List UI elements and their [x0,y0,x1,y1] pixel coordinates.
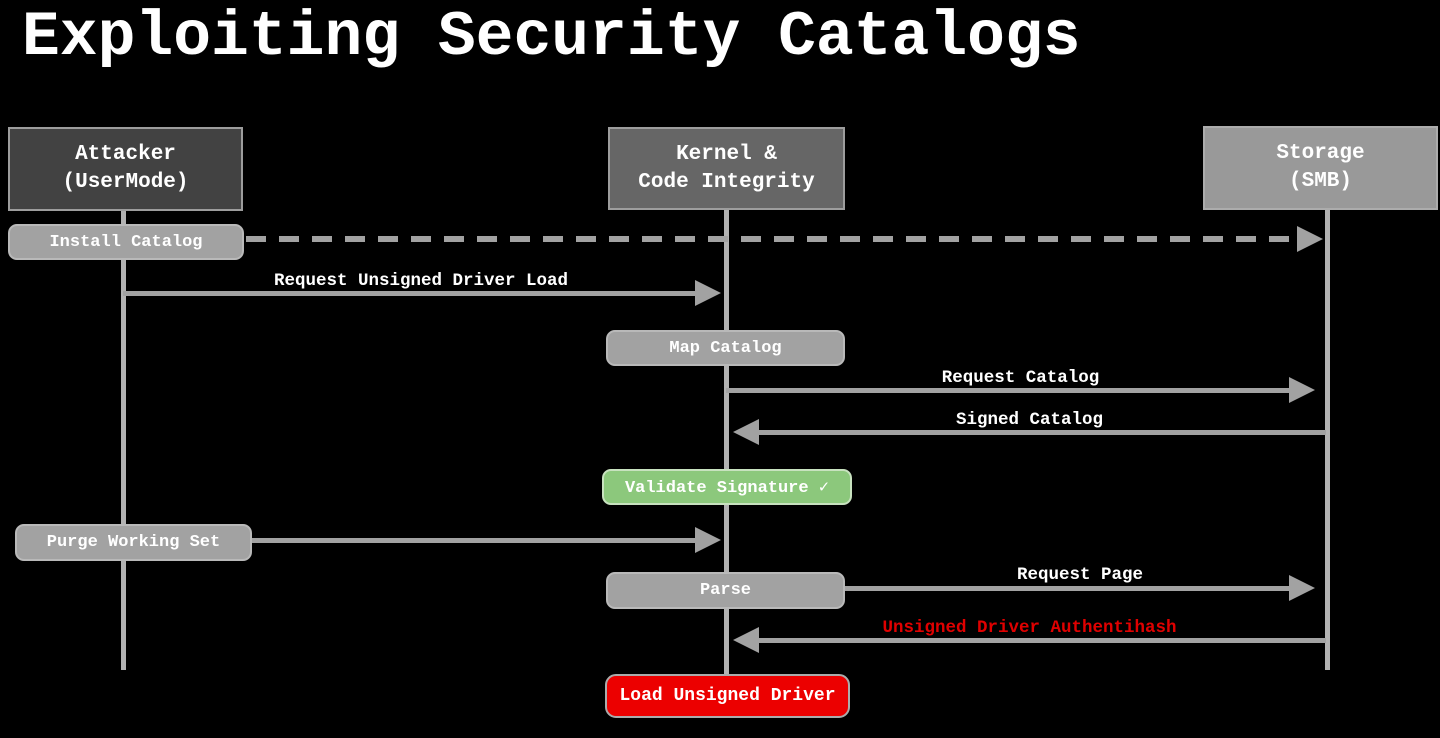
actor-storage-sub: (SMB) [1288,170,1352,193]
arrowhead-purge-working-set [695,527,721,553]
step-load-unsigned-driver: Load Unsigned Driver [605,674,850,718]
lifeline-kernel [724,206,729,674]
step-parse-label: Parse [699,581,751,600]
actor-kernel-sub: Code Integrity [638,170,815,194]
lifeline-storage [1325,206,1330,670]
arrowhead-install-catalog [1297,226,1323,252]
arrowhead-request-catalog [1289,377,1315,403]
arrow-request-catalog-line [726,388,1291,393]
page-title: Exploiting Security Catalogs [22,2,1081,73]
step-validate-signature: Validate Signature ✓ [602,469,852,505]
message-unsigned-driver-authentihash: Unsigned Driver Authentihash [882,618,1177,638]
message-request-catalog: Request Catalog [941,368,1100,388]
actor-attacker: Attacker (UserMode) [8,127,243,211]
arrow-signed-catalog-line [759,430,1326,435]
step-validate-signature-label: Validate Signature ✓ [624,478,830,498]
message-request-page: Request Page [1016,565,1144,585]
arrow-request-page-line [843,586,1291,591]
lifeline-attacker [121,207,126,670]
actor-storage-smb: Storage (SMB) [1203,126,1438,210]
step-install-catalog: Install Catalog [8,224,244,260]
step-parse: Parse [606,572,845,609]
arrowhead-signed-catalog [733,419,759,445]
step-install-catalog-label: Install Catalog [49,232,203,252]
step-purge-working-set-label: Purge Working Set [46,533,221,552]
arrow-install-catalog-line [246,236,1298,242]
arrow-request-unsigned-driver-load-line [123,291,697,296]
actor-kernel-code-integrity: Kernel & Code Integrity [608,127,845,210]
arrowhead-unsigned-driver-authentihash [733,627,759,653]
step-load-unsigned-driver-label: Load Unsigned Driver [619,686,836,706]
message-request-unsigned-driver-load: Request Unsigned Driver Load [273,271,569,291]
arrow-unsigned-driver-authentihash-line [759,638,1326,643]
arrowhead-request-unsigned-driver-load [695,280,721,306]
actor-attacker-sub: (UserMode) [62,171,189,194]
actor-kernel-name: Kernel & [676,142,777,166]
message-signed-catalog: Signed Catalog [955,410,1104,430]
arrowhead-request-page [1289,575,1315,601]
actor-storage-name: Storage [1276,142,1365,165]
step-map-catalog: Map Catalog [606,330,845,366]
step-purge-working-set: Purge Working Set [15,524,252,561]
arrow-purge-working-set-line [250,538,697,543]
step-map-catalog-label: Map Catalog [669,338,782,358]
actor-attacker-name: Attacker [75,143,176,166]
